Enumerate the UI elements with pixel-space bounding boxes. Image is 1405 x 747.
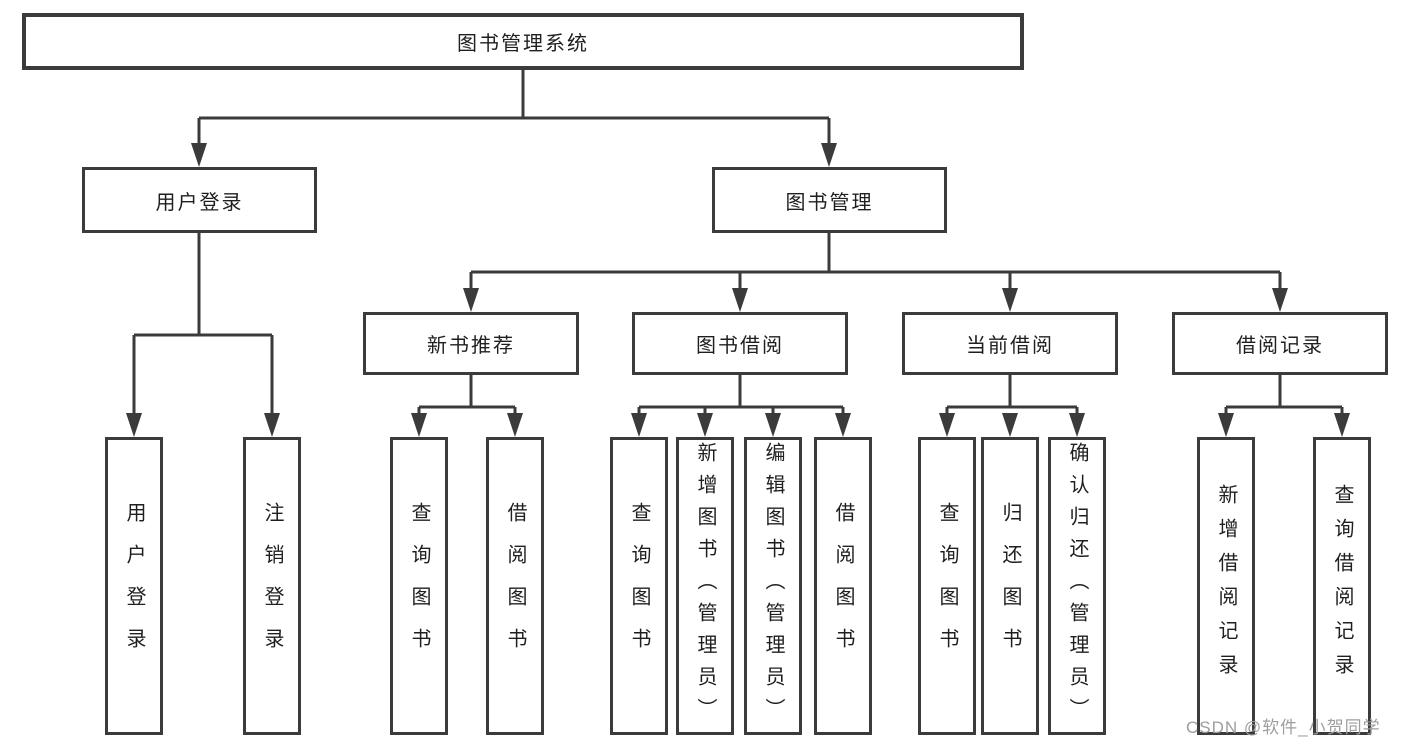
- leaf-query-books-recommend: 查询图书: [390, 437, 448, 735]
- leaf-user-login-label: 用户登录: [123, 502, 145, 670]
- leaf-logout: 注销登录: [243, 437, 301, 735]
- leaf-edit-books-admin-label: 编辑图书（管理员）: [762, 442, 784, 730]
- node-root: 图书管理系统: [22, 13, 1024, 70]
- leaf-edit-books-admin: 编辑图书（管理员）: [744, 437, 802, 735]
- node-root-label: 图书管理系统: [457, 33, 589, 55]
- leaf-query-books-recommend-label: 查询图书: [408, 502, 430, 670]
- leaf-query-books-current-label: 查询图书: [936, 502, 958, 670]
- node-user-login: 用户登录: [82, 167, 317, 233]
- leaf-query-books-borrow-label: 查询图书: [628, 502, 650, 670]
- node-borrow-record-label: 借阅记录: [1236, 335, 1324, 357]
- leaf-logout-label: 注销登录: [261, 502, 283, 670]
- leaf-add-books-admin-label: 新增图书（管理员）: [694, 442, 716, 730]
- node-borrow-record: 借阅记录: [1172, 312, 1388, 375]
- leaf-return-books: 归还图书: [981, 437, 1039, 735]
- leaf-borrow-books-label: 借阅图书: [832, 502, 854, 670]
- node-book-management-label: 图书管理: [785, 191, 874, 214]
- leaf-borrow-books: 借阅图书: [814, 437, 872, 735]
- leaf-add-borrow-record: 新增借阅记录: [1197, 437, 1255, 735]
- leaf-query-borrow-record: 查询借阅记录: [1313, 437, 1371, 735]
- leaf-return-books-label: 归还图书: [999, 502, 1021, 670]
- leaf-confirm-return-admin-label: 确认归还（管理员）: [1066, 442, 1088, 730]
- leaf-borrow-books-recommend: 借阅图书: [486, 437, 544, 735]
- csdn-watermark: CSDN @软件_小贺同学: [1186, 718, 1381, 737]
- node-book-borrow: 图书借阅: [632, 312, 848, 375]
- node-user-login-label: 用户登录: [155, 191, 244, 214]
- leaf-add-borrow-record-label: 新增借阅记录: [1215, 484, 1237, 688]
- leaf-add-books-admin: 新增图书（管理员）: [676, 437, 734, 735]
- node-book-management: 图书管理: [712, 167, 947, 233]
- leaf-query-borrow-record-label: 查询借阅记录: [1331, 484, 1353, 688]
- node-new-book-recommend: 新书推荐: [363, 312, 579, 375]
- node-current-borrow: 当前借阅: [902, 312, 1118, 375]
- leaf-borrow-books-recommend-label: 借阅图书: [504, 502, 526, 670]
- leaf-query-books-current: 查询图书: [918, 437, 976, 735]
- leaf-confirm-return-admin: 确认归还（管理员）: [1048, 437, 1106, 735]
- node-current-borrow-label: 当前借阅: [966, 335, 1054, 357]
- leaf-user-login: 用户登录: [105, 437, 163, 735]
- leaf-query-books-borrow: 查询图书: [610, 437, 668, 735]
- node-book-borrow-label: 图书借阅: [696, 335, 784, 357]
- node-new-book-recommend-label: 新书推荐: [427, 335, 515, 357]
